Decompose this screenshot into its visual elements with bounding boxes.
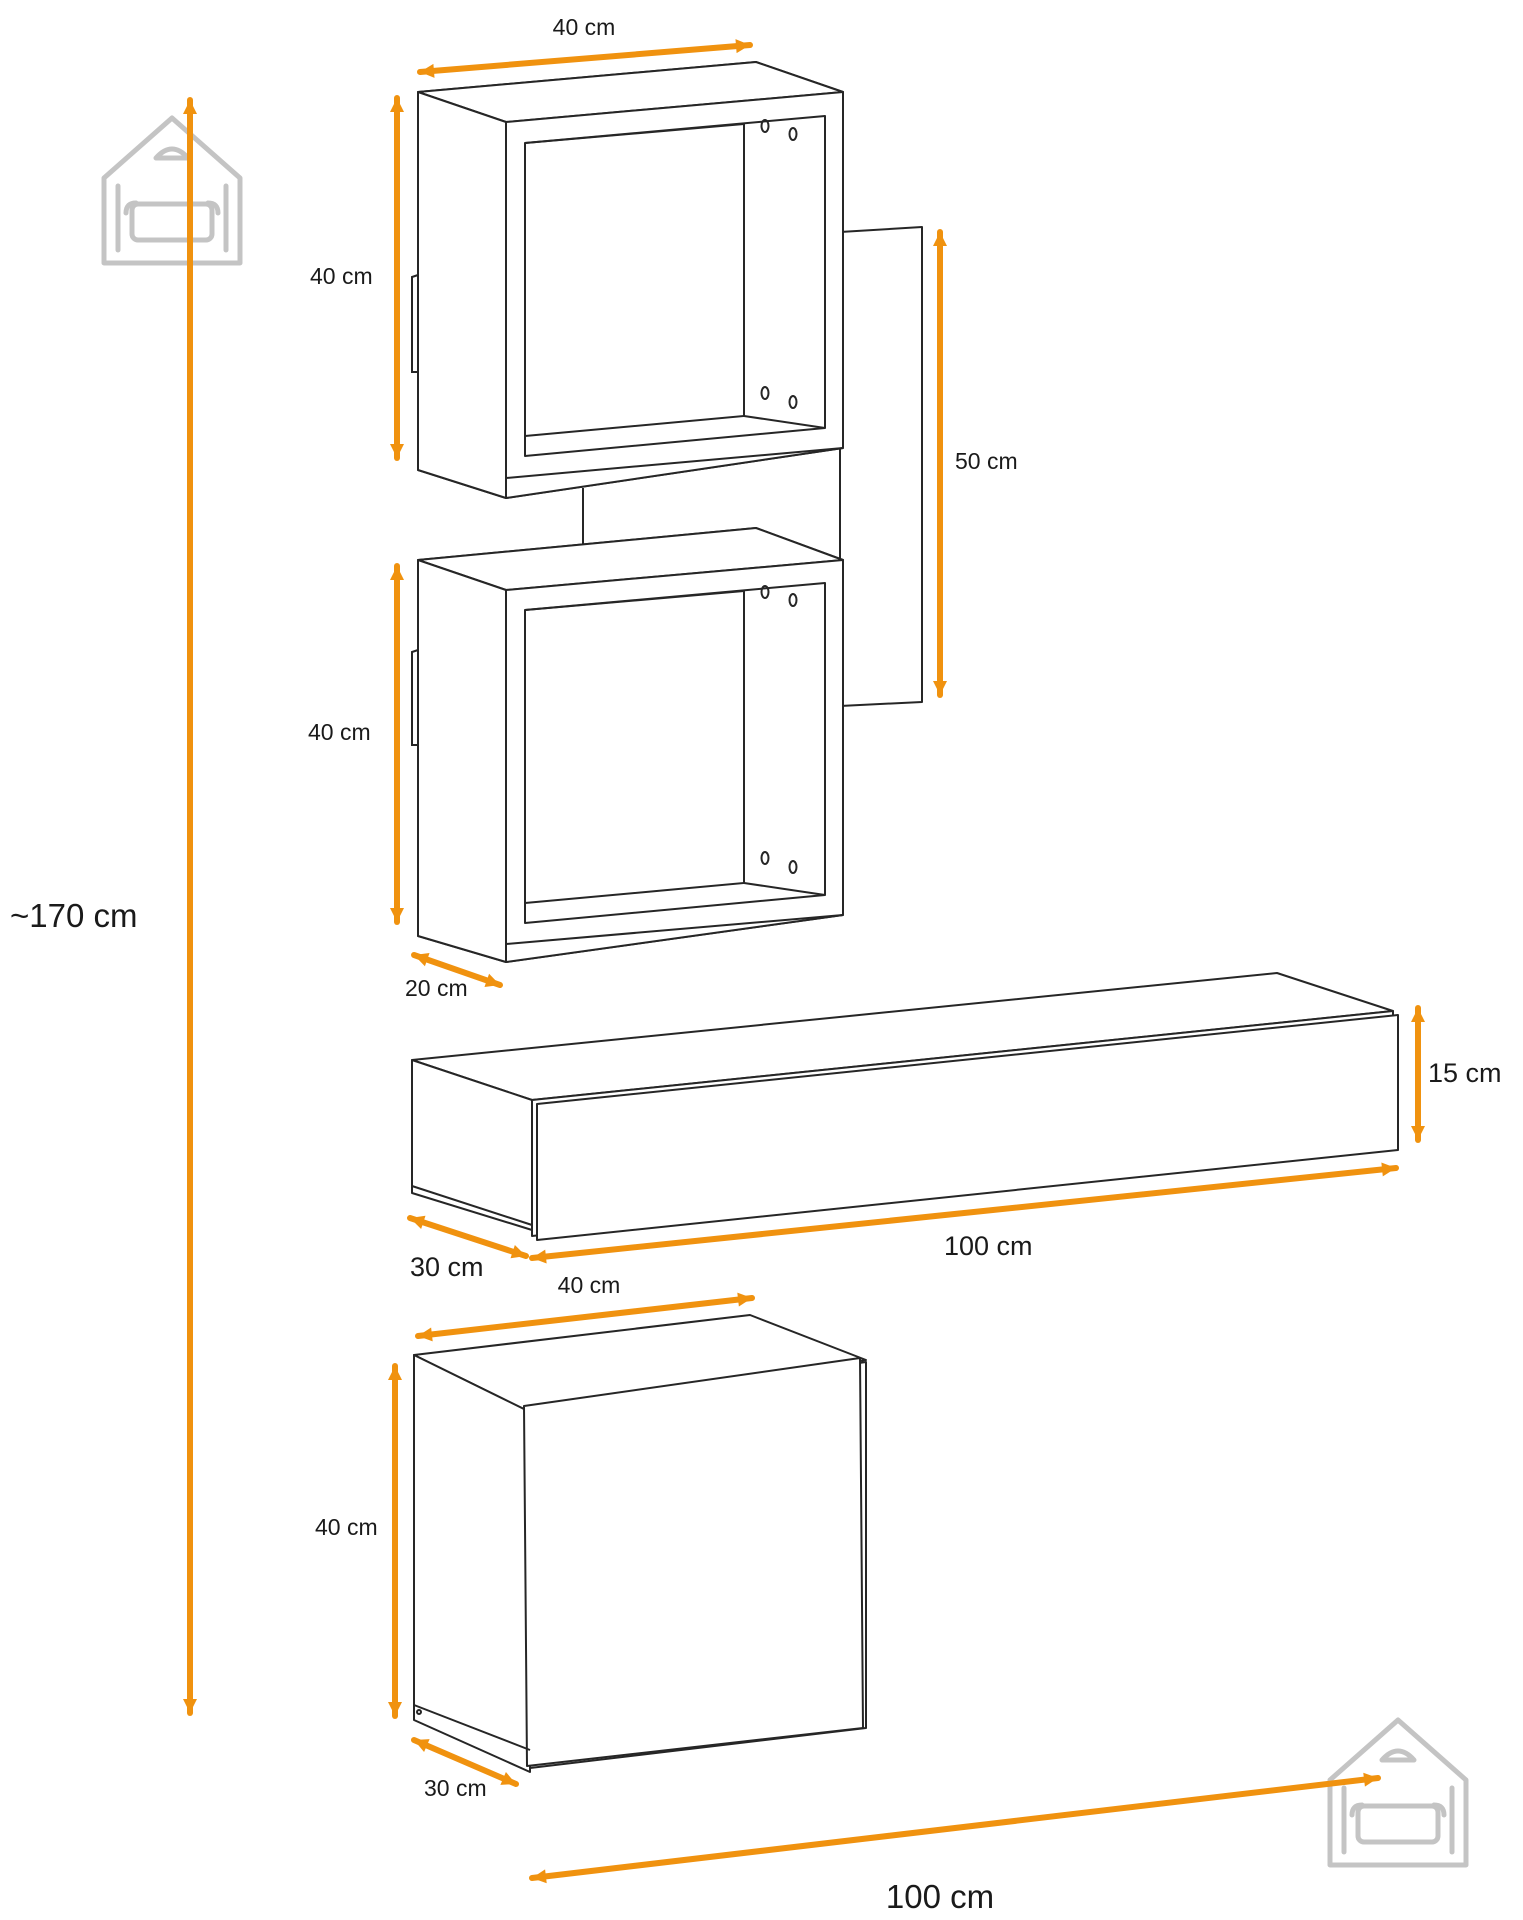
cabinet-height-arrow: [388, 1363, 402, 1719]
cabinet-width-label: 40 cm: [558, 1272, 621, 1298]
wall-shelf-long: [411, 972, 1399, 1241]
shelf-height-label: 15 cm: [1428, 1058, 1502, 1088]
shelf-depth-label: 30 cm: [410, 1252, 484, 1282]
total-height-arrow: [183, 97, 197, 1716]
total-width-arrow: [529, 1772, 1381, 1884]
cabinet-height-label: 40 cm: [315, 1514, 378, 1540]
cabinet-depth-label: 30 cm: [424, 1775, 487, 1801]
shelf-width-arrow: [529, 1162, 1399, 1264]
dimension-lines: [183, 39, 1425, 1884]
total-width-label: 100 cm: [886, 1878, 994, 1915]
total-height-label: ~170 cm: [10, 897, 138, 934]
cube-bottom-height-arrow: [390, 563, 404, 925]
house-with-sofa-icon: [101, 115, 243, 266]
cube-depth-arrow: [411, 952, 503, 988]
open-cube-top: [411, 61, 844, 499]
cabinet-depth-arrow: [411, 1737, 519, 1787]
house-with-sofa-icon: [1327, 1717, 1469, 1868]
cube-top-width-label: 40 cm: [553, 14, 616, 40]
cabinet-with-door: [413, 1314, 867, 1773]
shelf-depth-arrow: [407, 1215, 529, 1259]
cube-top-height-arrow: [390, 95, 404, 461]
panel-height-label: 50 cm: [955, 448, 1018, 474]
shelf-height-arrow: [1411, 1005, 1425, 1143]
cube-top-height-label: 40 cm: [310, 263, 373, 289]
open-cube-bottom: [411, 527, 844, 963]
shelf-width-label: 100 cm: [944, 1231, 1033, 1261]
cube-depth-label: 20 cm: [405, 975, 468, 1001]
cabinet-width-arrow: [415, 1292, 755, 1342]
back-panel: [582, 226, 923, 707]
cube-top-width-arrow: [417, 39, 753, 78]
cube-bottom-height-label: 40 cm: [308, 719, 371, 745]
panel-height-arrow: [933, 229, 947, 698]
